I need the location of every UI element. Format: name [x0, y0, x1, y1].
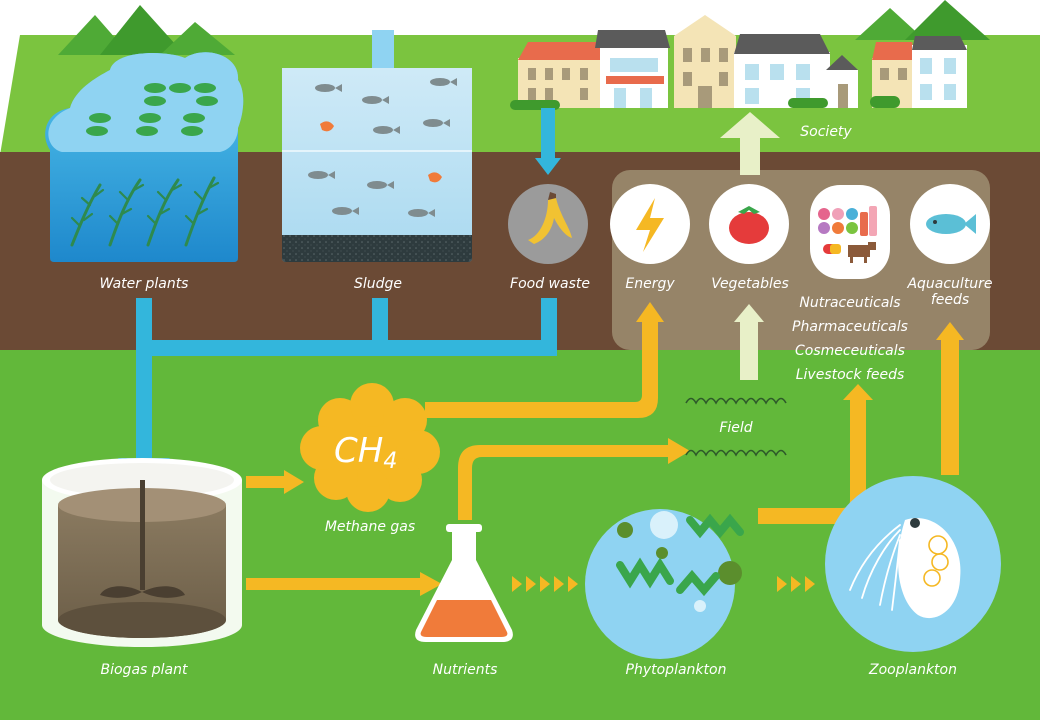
- algae-icon: [585, 509, 744, 659]
- label-pharmaceuticals: Pharmaceuticals: [792, 319, 908, 335]
- label-biogas-plant: Biogas plant: [101, 662, 188, 678]
- label-aquaculture-1: Aquaculture: [906, 276, 992, 292]
- label-phytoplankton: Phytoplankton: [626, 662, 727, 678]
- diagram-labels: Society Water plants Sludge Food waste E…: [100, 124, 993, 678]
- label-nutrients: Nutrients: [433, 662, 498, 678]
- digester-tank-icon: [42, 458, 242, 647]
- label-energy: Energy: [625, 276, 675, 292]
- fish-school: [308, 78, 457, 217]
- society-collector: [612, 112, 990, 350]
- town-houses-icon: [510, 15, 967, 110]
- food-waste-arrow: [535, 158, 561, 175]
- label-food-waste: Food waste: [510, 276, 590, 292]
- shrimp-icon: [320, 121, 442, 183]
- tomato-icon: [709, 184, 789, 264]
- zooplankton-icon: [825, 476, 1001, 652]
- label-society: Society: [800, 124, 852, 140]
- flask-icon: [415, 524, 513, 642]
- label-methane-gas: Methane gas: [325, 519, 415, 535]
- label-field: Field: [719, 420, 752, 436]
- fish-icon: [910, 184, 990, 264]
- label-sludge: Sludge: [354, 276, 402, 292]
- resource-flows: [246, 302, 964, 596]
- hill-left-2: [100, 5, 185, 55]
- label-nutraceuticals: Nutraceuticals: [799, 295, 900, 311]
- ch4-formula: CH4: [334, 431, 397, 474]
- label-zooplankton: Zooplankton: [868, 662, 957, 678]
- label-aquaculture-2: feeds: [931, 292, 969, 308]
- lightning-icon: [610, 184, 690, 264]
- field-rows-icon: [685, 397, 787, 457]
- sludge-tank: [282, 30, 472, 262]
- food-waste-pipe: [541, 108, 555, 160]
- gas-cloud-icon: [300, 383, 440, 512]
- label-vegetables: Vegetables: [711, 276, 789, 292]
- label-water-plants: Water plants: [100, 276, 189, 292]
- hill-left-3: [160, 22, 235, 55]
- hill-right: [855, 8, 925, 40]
- seaweed-icon: [70, 176, 216, 247]
- label-livestock-feeds: Livestock feeds: [796, 367, 905, 383]
- label-cosmeceuticals: Cosmeceuticals: [795, 343, 905, 359]
- hill-right-2: [905, 0, 990, 40]
- banana-peel-icon: [508, 184, 588, 264]
- water-plants-pond: [45, 52, 244, 263]
- pills-cosmetics-cow-icon: [810, 185, 890, 279]
